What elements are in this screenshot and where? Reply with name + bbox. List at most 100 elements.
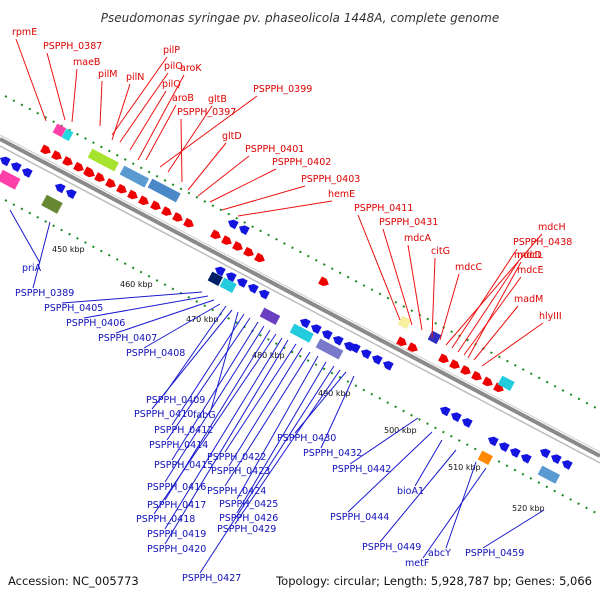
forward-gene-label: PSPPH_0403 bbox=[301, 174, 360, 185]
gene-leader-line bbox=[236, 355, 319, 500]
gene-features bbox=[0, 123, 573, 484]
genome-backbone bbox=[0, 134, 600, 464]
reverse-gene-label: PSPPH_0415 bbox=[154, 460, 213, 471]
forward-gene-label: mdcA bbox=[404, 233, 432, 244]
forward-gene-label: mdcD bbox=[514, 250, 542, 261]
gene-leader-line bbox=[457, 261, 519, 353]
forward-gene-label: PSPPH_0397 bbox=[177, 107, 236, 118]
forward-gene-label: madM bbox=[514, 294, 543, 305]
gene-leader-line bbox=[414, 439, 443, 487]
gene-leader-line bbox=[431, 257, 436, 339]
reverse-gene-label: abcY bbox=[428, 548, 451, 559]
gene-leader-line bbox=[197, 155, 250, 197]
forward-gene-label: PSPPH_0399 bbox=[253, 84, 312, 95]
gene-leader-line bbox=[224, 343, 297, 453]
forward-gene-label: PSPPH_0402 bbox=[272, 157, 331, 168]
gene-leader-line bbox=[137, 74, 185, 161]
gene-leader-line bbox=[167, 105, 213, 173]
gene-leader-line bbox=[445, 233, 543, 346]
reverse-gene-label: PSPPH_0459 bbox=[465, 548, 524, 559]
kbp-tick-label: 480 kbp bbox=[252, 351, 285, 360]
gene-leader-line bbox=[32, 221, 51, 289]
forward-gene-label: mdcH bbox=[538, 222, 566, 233]
reverse-gene-label: PSPPH_0417 bbox=[147, 500, 206, 511]
reverse-gene-label: PSPPH_0449 bbox=[362, 542, 421, 553]
forward-gene-label: rpmE bbox=[12, 27, 37, 38]
kbp-tick-label: 450 kbp bbox=[52, 245, 85, 254]
reverse-gene-label: PSPPH_0426 bbox=[219, 513, 278, 524]
reverse-gene-label: PSPPH_0389 bbox=[15, 288, 74, 299]
gene-leader-line bbox=[143, 303, 221, 349]
forward-gene-label: PSPPH_0411 bbox=[354, 203, 413, 214]
gene-leader-line bbox=[71, 68, 78, 123]
reverse-gene-label: PSPPH_0419 bbox=[147, 529, 206, 540]
forward-gene-label: mdcC bbox=[455, 262, 483, 273]
gene-leader-line bbox=[61, 291, 203, 304]
gene-leader-line bbox=[111, 56, 168, 136]
gene-leader-line bbox=[407, 244, 423, 331]
gene-leader-line bbox=[236, 361, 327, 514]
reverse-gene-label: PSPPH_0429 bbox=[217, 524, 276, 535]
reverse-gene-label: PSPPH_0414 bbox=[149, 440, 208, 451]
reverse-gene-label: PSPPH_0412 bbox=[154, 425, 213, 436]
gene-leader-line bbox=[187, 142, 227, 191]
gene-leader-line bbox=[382, 228, 413, 326]
gene-leader-line bbox=[180, 118, 183, 183]
kbp-tick-label: 490 kbp bbox=[318, 389, 351, 398]
forward-gene-label: citG bbox=[431, 246, 450, 257]
gene-leader-line bbox=[379, 449, 457, 543]
reverse-gene-label: bioA1 bbox=[397, 486, 424, 497]
forward-gene-label: hemE bbox=[328, 189, 355, 200]
forward-gene-label: PSPPH_0431 bbox=[379, 217, 438, 228]
gene-leader-line bbox=[153, 333, 277, 515]
forward-gene-label: pilO bbox=[164, 61, 183, 72]
reverse-gene-label: PSPPH_0424 bbox=[207, 486, 266, 497]
reverse-gene-label: PSPPH_0432 bbox=[303, 448, 362, 459]
gene-leader-line bbox=[320, 375, 355, 449]
reverse-gene-label: PSPPH_0430 bbox=[277, 433, 336, 444]
gene-leader-line bbox=[46, 52, 66, 121]
gene-leader-line bbox=[482, 509, 545, 549]
forward-gene-label: gltB bbox=[208, 94, 227, 105]
gene-leader-line bbox=[164, 337, 283, 530]
gene-leader-line bbox=[151, 309, 233, 410]
gene-leader-line bbox=[9, 209, 41, 264]
forward-gene-label: PSPPH_0387 bbox=[43, 41, 102, 52]
reverse-gene-label: PSPPH_0405 bbox=[44, 303, 103, 314]
gene-leader-line bbox=[237, 200, 333, 217]
reverse-gene-label: PSPPH_0420 bbox=[147, 544, 206, 555]
forward-gene-label: PSPPH_0438 bbox=[513, 237, 572, 248]
forward-gene-label: pilN bbox=[126, 72, 144, 83]
gene-leader-line bbox=[422, 467, 487, 559]
gene-leader-line bbox=[451, 248, 518, 349]
gene-leader-line bbox=[166, 317, 251, 441]
reverse-gene-label: PSPPH_0423 bbox=[211, 466, 270, 477]
gene-leader-line bbox=[15, 38, 47, 122]
gene-leader-line bbox=[463, 276, 522, 356]
forward-gene-label: pilQ bbox=[162, 79, 181, 90]
gene-leader-line bbox=[83, 295, 209, 319]
reverse-gene-label: priA bbox=[22, 263, 42, 274]
reverse-gene-label: PSPPH_0442 bbox=[332, 464, 391, 475]
gene-leader-line bbox=[115, 299, 215, 334]
reverse-gene-label: PSPPH_0427 bbox=[182, 573, 241, 584]
gene-leader-line bbox=[439, 273, 460, 341]
kbp-tick-label: 520 kbp bbox=[512, 504, 545, 513]
gene-leader-line bbox=[221, 185, 306, 211]
gene-leader-line bbox=[163, 305, 227, 396]
reverse-gene-label: metF bbox=[405, 558, 429, 569]
forward-gene-label: gltD bbox=[222, 131, 242, 142]
genome-stats-text: Topology: circular; Length: 5,928,787 bp… bbox=[275, 574, 592, 588]
reverse-gene-label: PSPPH_0422 bbox=[207, 452, 266, 463]
forward-gene-label: pilP bbox=[163, 45, 180, 56]
forward-gene-label: maeB bbox=[73, 57, 100, 68]
forward-gene-label: mdcE bbox=[517, 265, 544, 276]
reverse-gene-label: PSPPH_0410 bbox=[134, 409, 193, 420]
gene-leader-line bbox=[234, 369, 341, 525]
forward-gene-label: hlyIII bbox=[539, 311, 562, 322]
gene-leader-line bbox=[481, 322, 544, 367]
forward-gene-label: PSPPH_0401 bbox=[245, 144, 304, 155]
accession-text: Accession: NC_005773 bbox=[8, 574, 139, 588]
